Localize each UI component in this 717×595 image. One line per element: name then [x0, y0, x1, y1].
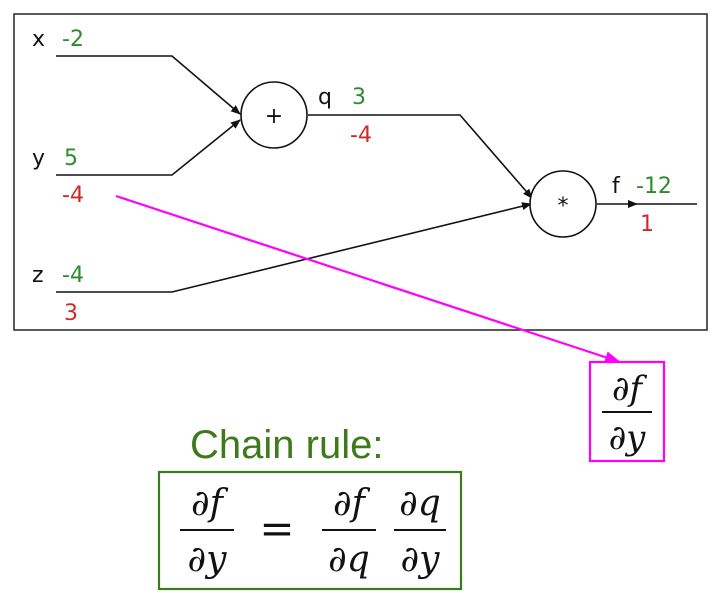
gradient-pointer-arrow [115, 194, 621, 364]
wire-q-to-mul [338, 114, 533, 199]
wire-y-to-add [56, 119, 241, 176]
multiply-node-op: * [558, 194, 569, 219]
y-gradient-value: -4 [62, 183, 84, 208]
graph-frame [13, 13, 708, 331]
var-z-name: z [32, 263, 44, 288]
add-node: + [240, 81, 308, 149]
term2-numerator: ∂q [399, 483, 441, 524]
f-forward-value: -12 [636, 174, 672, 199]
lhs-denominator: ∂y [188, 539, 228, 580]
term2-denominator: ∂y [401, 539, 441, 580]
x-forward-value: -2 [62, 27, 84, 52]
add-node-op: + [265, 104, 283, 129]
equals-sign: = [259, 504, 294, 553]
add-node-circle [240, 81, 308, 149]
wire-z-to-mul [56, 202, 532, 293]
q-gradient-value: -4 [350, 123, 372, 148]
q-forward-value: 3 [352, 85, 366, 110]
z-forward-value: -4 [62, 263, 84, 288]
var-q-name: q [318, 85, 332, 110]
f-gradient-value: 1 [640, 212, 654, 237]
dfdy-callout-numerator: ∂f [612, 369, 648, 409]
multiply-node-circle [529, 170, 597, 238]
y-forward-value: 5 [64, 146, 78, 171]
wire-x-to-add [56, 55, 241, 115]
term1-numerator: ∂f [333, 483, 371, 524]
var-f-name: f [612, 174, 621, 199]
graph-wires [56, 55, 697, 293]
dfdy-callout: ∂f ∂y [588, 360, 666, 463]
lhs-numerator: ∂f [191, 483, 229, 524]
multiply-node: * [529, 170, 597, 238]
z-gradient-value: 3 [64, 301, 78, 326]
chain-rule-title: Chain rule: [190, 423, 383, 467]
var-x-name: x [32, 27, 45, 52]
var-y-name: y [32, 146, 45, 171]
chain-rule-equation: ∂f ∂y = ∂f ∂q ∂q ∂y [157, 470, 463, 591]
term1-denominator: ∂q [328, 539, 370, 580]
dfdy-callout-denominator: ∂y [609, 418, 647, 458]
